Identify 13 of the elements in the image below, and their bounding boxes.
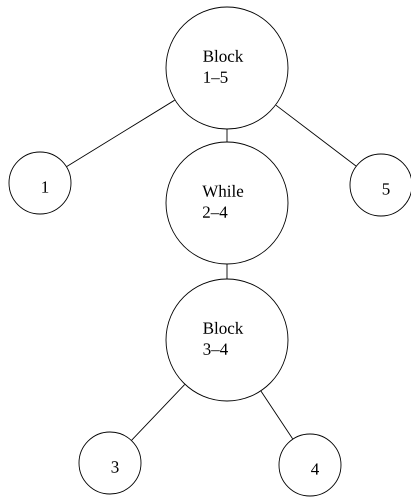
tree-node: 5 xyxy=(350,154,411,216)
tree-node: 4 xyxy=(278,434,342,496)
tree-node: 3 xyxy=(78,432,142,494)
connector-line xyxy=(275,104,356,166)
tree-node: Block 1–5 xyxy=(166,6,288,130)
connector-line xyxy=(260,390,294,440)
tree-node: Block 3–4 xyxy=(166,278,288,402)
tree-node: 1 xyxy=(8,152,72,214)
connector-line xyxy=(131,384,186,441)
connector-line xyxy=(226,264,228,279)
connector-line xyxy=(66,100,176,167)
connector-line xyxy=(226,129,228,142)
tree-node: While 2–4 xyxy=(166,142,288,264)
